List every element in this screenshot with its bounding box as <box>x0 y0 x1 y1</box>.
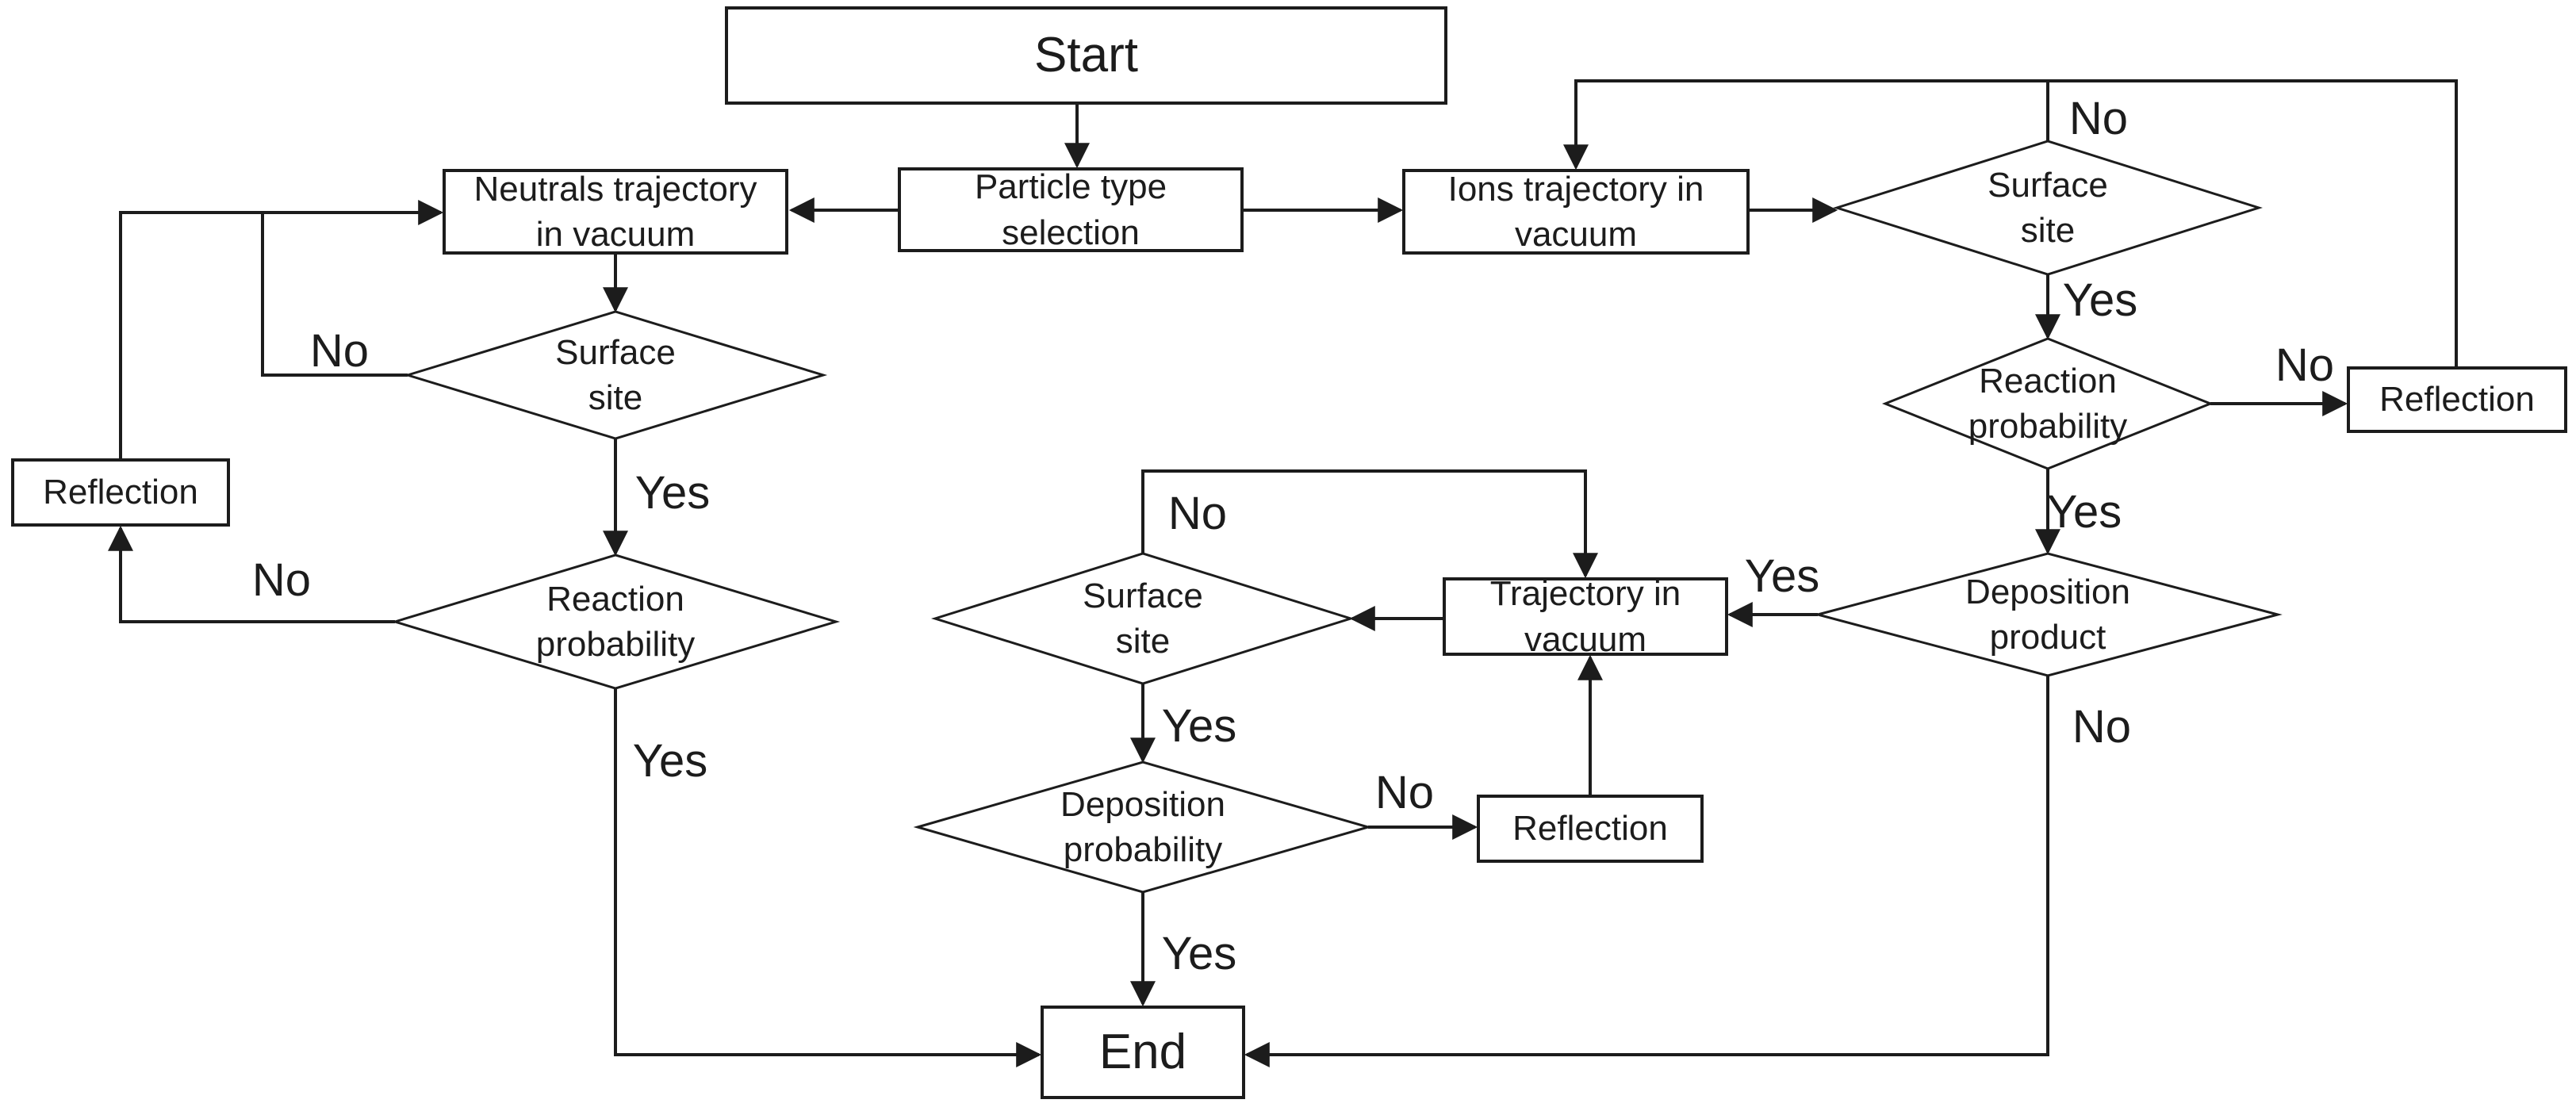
node-reaction-probability-left-label: Reaction probability <box>535 579 696 664</box>
node-deposition-probability-label: Deposition probability <box>1060 784 1225 869</box>
node-surface-site-left-label: Surface site <box>555 332 676 417</box>
edge-label-deposition-probability-yes: Yes <box>1161 928 1237 979</box>
edge-reflection-right-loop-to-ions <box>1563 79 2458 366</box>
edge-label-reaction-right-yes: Yes <box>2046 486 2122 538</box>
edge-label-deposition-probability-no: No <box>1374 767 1435 818</box>
edge-surface-center-no-loop <box>1141 469 1598 579</box>
diamond-deposition-product-shape <box>1813 552 2283 677</box>
edge-label-deposition-product-no: No <box>2072 701 2132 753</box>
node-neutrals-trajectory: Neutrals trajectory in vacuum <box>443 169 788 255</box>
diamond-surface-site-right-shape <box>1833 140 2263 276</box>
edge-label-surface-right-yes: Yes <box>2062 274 2138 326</box>
node-reflection-center: Reflection <box>1477 795 1704 863</box>
node-surface-site-right-label: Surface site <box>1988 165 2108 250</box>
edge-label-surface-center-yes: Yes <box>1161 700 1237 752</box>
edge-reaction-left-yes-to-end <box>614 688 1042 1067</box>
edge-surface-left-no-segment <box>261 213 408 377</box>
edge-label-surface-left-no: No <box>309 325 370 377</box>
node-start: Start <box>725 6 1447 105</box>
edge-label-deposition-product-yes: Yes <box>1744 550 1820 602</box>
node-surface-site-center-label: Surface site <box>1083 576 1203 661</box>
diamond-surface-site-left-shape <box>403 310 828 440</box>
edge-label-surface-center-no: No <box>1167 488 1228 539</box>
node-trajectory-in-vacuum: Trajectory in vacuum <box>1443 574 1728 659</box>
edge-label-reaction-left-yes: Yes <box>632 735 708 787</box>
edge-label-surface-right-no: No <box>2068 93 2129 144</box>
node-end: End <box>1041 1006 1245 1099</box>
edge-reflection-left-to-neutrals <box>119 200 444 458</box>
edge-label-reaction-left-no: No <box>251 554 312 606</box>
node-deposition-product-label: Deposition product <box>1965 572 2130 657</box>
diamond-reaction-probability-right-shape <box>1881 337 2214 470</box>
edge-label-reaction-right-no: No <box>2275 339 2335 391</box>
edge-label-surface-left-yes: Yes <box>634 467 711 519</box>
edge-reaction-left-no-to-reflection <box>108 525 395 623</box>
edge-deposition-product-no-to-end <box>1244 676 2049 1067</box>
diamond-deposition-probability-shape <box>913 760 1373 894</box>
node-reflection-right: Reflection <box>2347 366 2567 433</box>
node-particle-type-selection: Particle type selection <box>898 167 1244 252</box>
node-ions-trajectory: Ions trajectory in vacuum <box>1402 169 1750 255</box>
node-reaction-probability-right-label: Reaction probability <box>1968 361 2128 446</box>
diamond-surface-site-center-shape <box>930 552 1355 685</box>
diamond-reaction-probability-left-shape <box>390 554 841 690</box>
node-reflection-left: Reflection <box>11 458 230 527</box>
